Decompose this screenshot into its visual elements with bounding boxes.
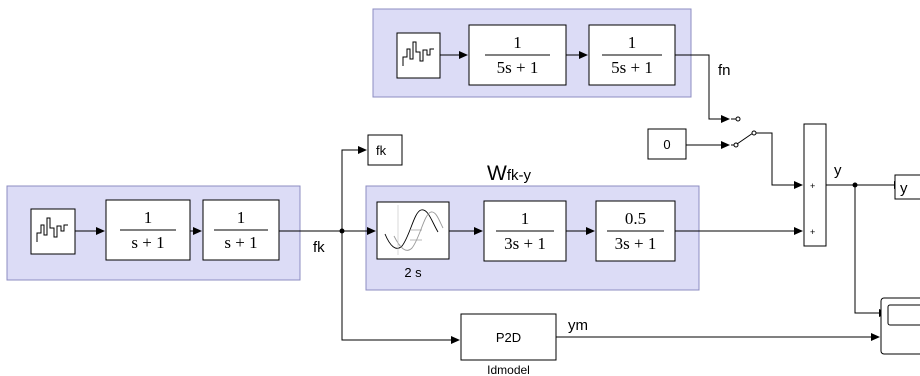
transfer-fcn-noise-1[interactable]: 1 5s + 1 xyxy=(468,24,567,86)
random-source-block-noise[interactable] xyxy=(396,32,441,79)
tf-denominator: 5s + 1 xyxy=(611,58,653,77)
tf-denominator: s + 1 xyxy=(131,233,164,252)
constant-block[interactable]: 0 xyxy=(647,128,687,160)
plant-title: Wfk-y xyxy=(487,162,531,185)
constant-value: 0 xyxy=(663,137,670,152)
signal-label-fk: fk xyxy=(313,239,325,256)
idmodel-block-name: P2D xyxy=(496,330,521,345)
sum-block[interactable]: + + xyxy=(803,123,827,247)
transfer-fcn-disturbance-1[interactable]: 1 s + 1 xyxy=(105,199,191,261)
delay-label: 2 s xyxy=(404,265,422,280)
signal-label-y: y xyxy=(834,162,842,179)
tf-denominator: 5s + 1 xyxy=(497,58,539,77)
goto-fk-label: fk xyxy=(376,143,387,158)
signal-label-ym: ym xyxy=(568,317,588,334)
random-source-block-disturbance[interactable] xyxy=(30,208,76,255)
transfer-fcn-plant-2[interactable]: 0.5 3s + 1 xyxy=(595,200,676,262)
manual-switch[interactable] xyxy=(731,116,757,148)
tf-denominator: 3s + 1 xyxy=(504,234,546,253)
scope-block[interactable] xyxy=(880,297,920,355)
transfer-fcn-noise-2[interactable]: 1 5s + 1 xyxy=(588,24,676,86)
signal-label-fn: fn xyxy=(718,62,731,79)
goto-y-block[interactable]: y xyxy=(894,174,920,200)
sum-sign-bottom: + xyxy=(810,227,815,237)
idmodel-block[interactable]: P2D Idmodel xyxy=(460,313,557,376)
tf-numerator: 1 xyxy=(628,33,637,52)
sum-sign-top: + xyxy=(810,181,815,191)
tf-numerator: 0.5 xyxy=(625,209,646,228)
transfer-fcn-plant-1[interactable]: 1 3s + 1 xyxy=(483,200,567,262)
tf-denominator: 3s + 1 xyxy=(615,234,657,253)
tf-numerator: 1 xyxy=(144,208,153,227)
goto-y-label: y xyxy=(900,180,908,197)
transfer-fcn-disturbance-2[interactable]: 1 s + 1 xyxy=(202,199,280,261)
tf-denominator: s + 1 xyxy=(224,233,257,252)
idmodel-label: Idmodel xyxy=(487,363,530,376)
tf-numerator: 1 xyxy=(237,208,246,227)
goto-fk-block[interactable]: fk xyxy=(367,134,403,166)
tf-numerator: 1 xyxy=(513,33,522,52)
tf-numerator: 1 xyxy=(521,209,530,228)
